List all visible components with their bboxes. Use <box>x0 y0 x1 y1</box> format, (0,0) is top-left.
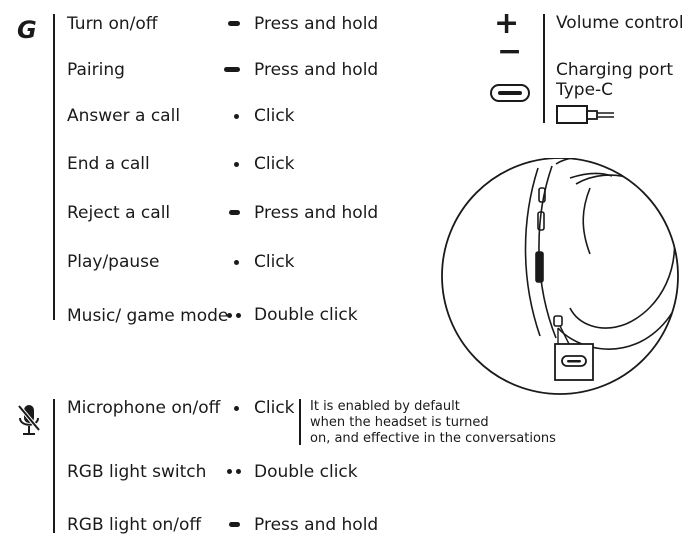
mic-note-line3: on, and effective in the conversations <box>310 431 556 446</box>
single-click-marker <box>234 260 239 265</box>
volume-plus-icon: + <box>494 6 520 41</box>
usb-c-cable-icon <box>556 105 614 124</box>
action-answer-call: Click <box>254 106 295 126</box>
section-divider-top <box>53 14 55 320</box>
mic-note-line2: when the headset is turned <box>310 415 489 430</box>
mic-note-line1: It is enabled by default <box>310 399 460 414</box>
function-label-music-game-mode: Music/ game mode <box>67 306 229 326</box>
function-label-rgb-onoff: RGB light on/off <box>67 515 202 535</box>
function-label-pairing: Pairing <box>67 60 125 80</box>
section-divider-right <box>543 14 545 123</box>
press-hold-marker <box>229 210 240 215</box>
press-hold-marker <box>228 21 240 26</box>
function-label-rgb-switch: RGB light switch <box>67 462 207 482</box>
action-power: Press and hold <box>254 14 379 34</box>
function-label-play-pause: Play/pause <box>67 252 160 272</box>
section-divider-bottom <box>53 399 55 533</box>
double-click-marker <box>236 313 241 318</box>
press-hold-marker <box>229 522 240 527</box>
action-play-pause: Click <box>254 252 295 272</box>
action-end-call: Click <box>254 154 295 174</box>
action-rgb-switch: Double click <box>254 462 358 482</box>
press-hold-marker <box>224 67 240 72</box>
charging-type-label: Type-C <box>556 80 614 100</box>
action-rgb-onoff: Press and hold <box>254 515 379 535</box>
action-reject-call: Press and hold <box>254 203 379 223</box>
function-label-answer-call: Answer a call <box>67 106 181 126</box>
function-label-reject-call: Reject a call <box>67 203 171 223</box>
function-label-power: Turn on/off <box>67 14 158 34</box>
usb-c-port-icon <box>490 84 530 102</box>
volume-control-label: Volume control <box>556 13 684 33</box>
action-music-game-mode: Double click <box>254 305 358 325</box>
single-click-marker <box>234 406 239 411</box>
charging-port-label: Charging port <box>556 60 674 80</box>
double-click-marker <box>236 469 241 474</box>
single-click-marker <box>234 162 239 167</box>
action-microphone: Click <box>254 398 295 418</box>
headset-earcup-illustration <box>441 158 679 395</box>
brand-logo: G <box>17 16 37 44</box>
double-click-marker <box>227 469 232 474</box>
function-label-microphone: Microphone on/off <box>67 398 221 418</box>
volume-minus-icon: − <box>497 34 523 69</box>
function-label-end-call: End a call <box>67 154 150 174</box>
mic-mute-icon <box>17 404 41 435</box>
action-pairing: Press and hold <box>254 60 379 80</box>
double-click-marker <box>227 313 232 318</box>
note-divider <box>299 399 301 445</box>
single-click-marker <box>234 114 239 119</box>
